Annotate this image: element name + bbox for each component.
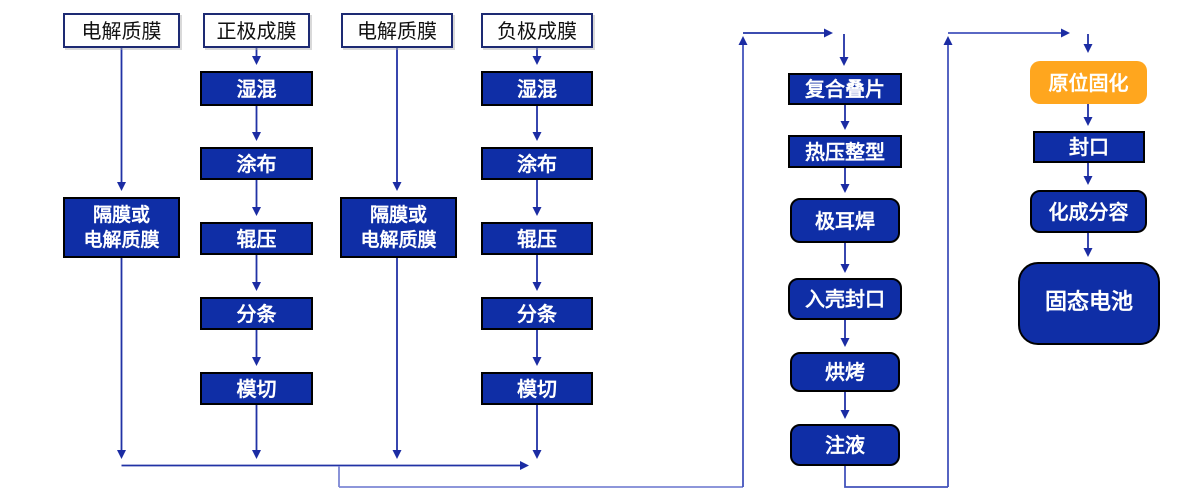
step-anode-die-cutting: 模切 bbox=[481, 372, 593, 405]
node-cathode-film-forming: 正极成膜 bbox=[203, 13, 310, 48]
step-tab-welding: 极耳焊 bbox=[790, 198, 900, 243]
connector-merge-bus bbox=[121, 461, 743, 488]
step-cathode-coating: 涂布 bbox=[200, 147, 313, 180]
step-case-sealing: 入壳封口 bbox=[788, 278, 902, 320]
node-solid-state-battery: 固态电池 bbox=[1018, 262, 1160, 345]
node-anode-film-forming: 负极成膜 bbox=[481, 13, 593, 48]
step-anode-calendering: 辊压 bbox=[481, 222, 593, 255]
connector-loop-finish bbox=[844, 28, 1093, 488]
step-composite-stacking: 复合叠片 bbox=[788, 73, 902, 105]
step-electrolyte-injection: 注液 bbox=[790, 424, 900, 466]
step-cathode-wet-mixing: 湿混 bbox=[200, 71, 313, 106]
node-electrolyte-membrane-left: 电解质膜 bbox=[63, 13, 180, 48]
node-separator-or-electrolyte-left: 隔膜或 电解质膜 bbox=[63, 197, 180, 258]
node-electrolyte-membrane-right: 电解质膜 bbox=[341, 13, 453, 48]
step-in-situ-curing: 原位固化 bbox=[1030, 61, 1147, 104]
step-baking: 烘烤 bbox=[790, 352, 900, 392]
step-sealing: 封口 bbox=[1033, 131, 1145, 163]
step-cathode-die-cutting: 模切 bbox=[200, 372, 313, 405]
step-cathode-calendering: 辊压 bbox=[200, 222, 313, 255]
step-hot-press-shaping: 热压整型 bbox=[788, 135, 902, 168]
step-cathode-slitting: 分条 bbox=[200, 297, 313, 330]
step-anode-slitting: 分条 bbox=[481, 297, 593, 330]
step-anode-wet-mixing: 湿混 bbox=[481, 71, 593, 106]
step-anode-coating: 涂布 bbox=[481, 147, 593, 180]
connector-loop-assembly bbox=[738, 28, 849, 487]
step-formation-capacity-grading: 化成分容 bbox=[1030, 190, 1147, 233]
node-separator-or-electrolyte-right: 隔膜或 电解质膜 bbox=[340, 197, 457, 258]
